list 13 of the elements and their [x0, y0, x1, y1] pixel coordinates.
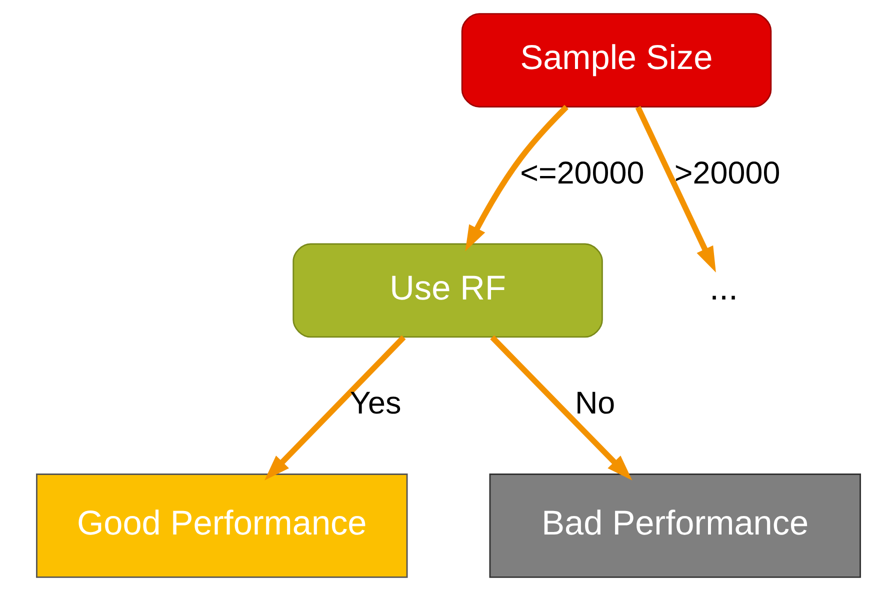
arrow: [464, 104, 568, 252]
node-text: ...: [708, 269, 738, 308]
arrow: [634, 106, 716, 273]
node-box: Sample Size: [460, 13, 772, 108]
edge-label: Yes: [349, 386, 401, 421]
node-box: Bad Performance: [488, 474, 860, 578]
edge-label: <=20000: [520, 155, 644, 190]
edge-label: >20000: [674, 155, 780, 190]
edge-label: No: [574, 386, 615, 421]
node-box: Good Performance: [36, 474, 408, 578]
node-box: Use RF: [292, 243, 602, 338]
arrow: [264, 335, 406, 480]
arrow: [490, 335, 632, 480]
